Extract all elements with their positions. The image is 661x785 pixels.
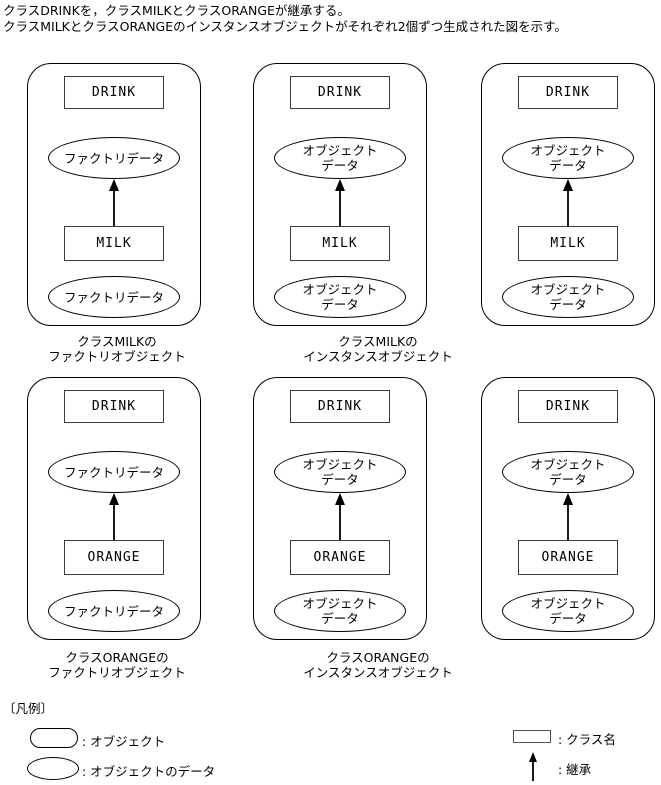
data-ellipse-parent: オブジェクト データ	[274, 137, 406, 179]
caption-line: クラスMILKの	[77, 334, 157, 349]
caption-milk-factory: クラスMILKの ファクトリオブジェクト	[27, 334, 207, 364]
class-box-drink: DRINK	[290, 390, 390, 423]
caption-line: インスタンスオブジェクト	[303, 665, 453, 680]
data-ellipse-label: ファクトリデータ	[63, 289, 164, 305]
legend-title: 〔凡例〕	[3, 701, 54, 716]
class-box-drink: DRINK	[518, 390, 618, 423]
description-line-1: クラスDRINKを，クラスMILKとクラスORANGEが継承する。	[3, 3, 350, 18]
arrow-shaft	[113, 191, 115, 226]
group-milk-instance-object-2: DRINK オブジェクト データ MILK オブジェクト データ	[481, 63, 655, 326]
arrow-head	[335, 179, 345, 191]
caption-line: クラスORANGEの	[65, 650, 169, 665]
caption-milk-instance: クラスMILKの インスタンスオブジェクト	[273, 334, 483, 364]
legend-label-inheritance: : 継承	[558, 762, 592, 777]
data-ellipse-label: オブジェクト データ	[530, 596, 606, 626]
group-milk-instance-object-1: DRINK オブジェクト データ MILK オブジェクト データ	[253, 63, 427, 326]
inheritance-arrow-icon	[108, 493, 120, 540]
data-ellipse-label: オブジェクト データ	[530, 282, 606, 312]
caption-line: クラスMILKの	[338, 334, 418, 349]
data-ellipse-label: ファクトリデータ	[63, 603, 164, 619]
data-ellipse-label: オブジェクト データ	[302, 457, 378, 487]
arrow-shaft	[339, 505, 341, 540]
arrow-head	[529, 752, 537, 762]
inheritance-arrow-icon	[562, 179, 574, 226]
arrow-shaft	[113, 505, 115, 540]
class-box-drink: DRINK	[518, 76, 618, 109]
caption-line: クラスORANGEの	[326, 650, 430, 665]
data-ellipse-label: オブジェクト データ	[302, 282, 378, 312]
rect-icon	[513, 730, 551, 743]
class-box-orange: ORANGE	[64, 540, 164, 575]
arrow-shaft	[532, 762, 534, 781]
data-ellipse-child: オブジェクト データ	[502, 276, 634, 318]
arrow-head	[109, 493, 119, 505]
data-ellipse-label: オブジェクト データ	[530, 143, 606, 173]
group-milk-factory-object: DRINK ファクトリデータ MILK ファクトリデータ	[27, 63, 201, 326]
arrow-shaft	[567, 191, 569, 226]
class-box-milk: MILK	[518, 226, 618, 261]
data-ellipse-label: ファクトリデータ	[63, 150, 164, 166]
caption-line: ファクトリオブジェクト	[48, 349, 186, 364]
data-ellipse-parent: オブジェクト データ	[502, 451, 634, 493]
data-ellipse-label: オブジェクト データ	[530, 457, 606, 487]
arrow-shaft	[339, 191, 341, 226]
inheritance-arrow-icon	[334, 493, 346, 540]
data-ellipse-child: オブジェクト データ	[274, 590, 406, 632]
caption-line: ファクトリオブジェクト	[48, 665, 186, 680]
description-line-2: クラスMILKとクラスORANGEのインスタンスオブジェクトがそれぞれ2個ずつ生…	[3, 19, 567, 34]
class-box-drink: DRINK	[290, 76, 390, 109]
data-ellipse-parent: ファクトリデータ	[48, 451, 180, 493]
data-ellipse-label: オブジェクト データ	[302, 596, 378, 626]
arrow-head	[563, 179, 573, 191]
data-ellipse-child: ファクトリデータ	[48, 276, 180, 318]
class-box-milk: MILK	[64, 226, 164, 261]
group-orange-factory-object: DRINK ファクトリデータ ORANGE ファクトリデータ	[27, 377, 201, 640]
arrow-shaft	[567, 505, 569, 540]
group-orange-instance-object-1: DRINK オブジェクト データ ORANGE オブジェクト データ	[253, 377, 427, 640]
data-ellipse-child: オブジェクト データ	[274, 276, 406, 318]
class-box-orange: ORANGE	[518, 540, 618, 575]
arrow-up-icon	[528, 752, 538, 781]
data-ellipse-label: ファクトリデータ	[63, 464, 164, 480]
class-box-orange: ORANGE	[290, 540, 390, 575]
group-orange-instance-object-2: DRINK オブジェクト データ ORANGE オブジェクト データ	[481, 377, 655, 640]
class-box-milk: MILK	[290, 226, 390, 261]
arrow-head	[563, 493, 573, 505]
rounded-rect-icon	[30, 728, 78, 748]
inheritance-arrow-icon	[334, 179, 346, 226]
data-ellipse-parent: オブジェクト データ	[502, 137, 634, 179]
data-ellipse-parent: オブジェクト データ	[274, 451, 406, 493]
arrow-head	[335, 493, 345, 505]
legend-label-class-name: : クラス名	[558, 732, 616, 747]
inheritance-arrow-icon	[562, 493, 574, 540]
caption-orange-factory: クラスORANGEの ファクトリオブジェクト	[27, 650, 207, 680]
caption-line: インスタンスオブジェクト	[303, 349, 453, 364]
description-text: クラスDRINKを，クラスMILKとクラスORANGEが継承する。 クラスMIL…	[3, 3, 567, 35]
ellipse-icon	[27, 757, 79, 780]
class-box-drink: DRINK	[64, 76, 164, 109]
data-ellipse-child: ファクトリデータ	[48, 590, 180, 632]
data-ellipse-parent: ファクトリデータ	[48, 137, 180, 179]
arrow-head	[109, 179, 119, 191]
class-box-drink: DRINK	[64, 390, 164, 423]
caption-orange-instance: クラスORANGEの インスタンスオブジェクト	[273, 650, 483, 680]
legend-label-object: : オブジェクト	[82, 734, 166, 749]
legend-label-object-data: : オブジェクトのデータ	[82, 764, 216, 779]
inheritance-arrow-icon	[108, 179, 120, 226]
data-ellipse-label: オブジェクト データ	[302, 143, 378, 173]
data-ellipse-child: オブジェクト データ	[502, 590, 634, 632]
